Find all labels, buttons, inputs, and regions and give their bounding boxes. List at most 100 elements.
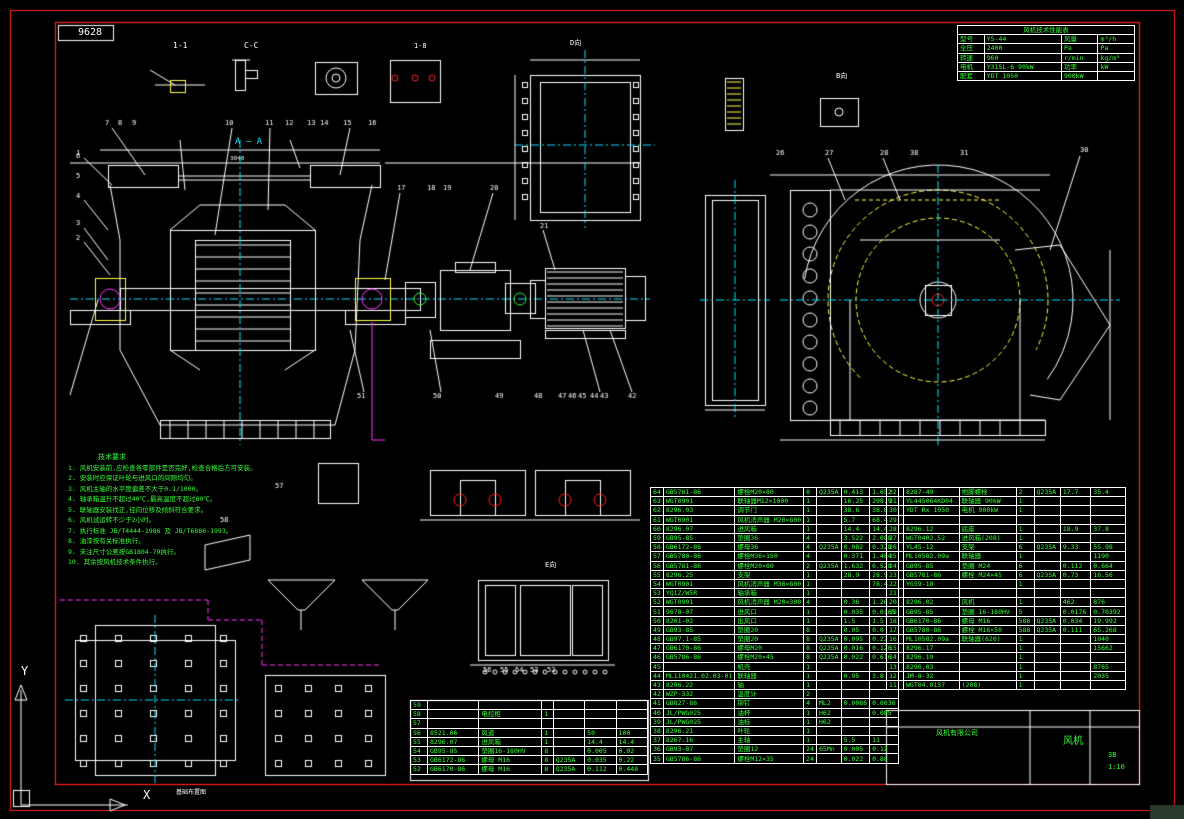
parts-cell: 31: [886, 496, 904, 507]
parts-cell: [478, 718, 543, 729]
parts-cell: 8296.03: [903, 661, 960, 672]
parts-cell: 1: [803, 615, 817, 626]
spec-cell: Pa: [1097, 43, 1135, 54]
parts-cell: 0.112: [584, 764, 617, 775]
parts-cell: H62: [816, 707, 842, 718]
parts-cell: 17.7: [1059, 486, 1092, 498]
parts-cell: 垫圈16-180HV: [478, 745, 543, 757]
parts-cell: GB6172-86: [426, 755, 480, 766]
parts-cell: 1: [803, 588, 817, 599]
parts-cell: 55.98: [1090, 542, 1126, 553]
parts-cell: 51: [650, 606, 664, 617]
parts-cell: ML10582.09a: [903, 633, 960, 645]
parts-cell: 0.371: [840, 551, 871, 562]
parts-cell: [1033, 606, 1061, 617]
parts-row: 29: [886, 514, 1126, 525]
parts-cell: 1: [803, 679, 817, 691]
parts-cell: 8521.06: [426, 727, 480, 738]
parts-cell: [1033, 670, 1061, 681]
parts-cell: [840, 725, 871, 737]
parts-cell: 14.4: [615, 736, 649, 747]
parts-cell: 55: [410, 736, 428, 747]
parts-cell: [840, 578, 871, 590]
parts-cell: 轴承箱: [734, 588, 805, 599]
parts-cell: 11: [869, 735, 899, 746]
parts-cell: Q235A: [816, 633, 842, 645]
parts-cell: 8: [803, 652, 817, 663]
parts-cell: 8: [803, 643, 817, 654]
parts-cell: GB5786-86: [662, 753, 736, 764]
parts-cell: 8267.16: [662, 735, 736, 746]
parts-cell: 48: [650, 633, 664, 645]
spec-cell: Pa: [1060, 43, 1099, 54]
parts-cell: [840, 679, 871, 691]
parts-cell: [1059, 643, 1092, 654]
parts-cell: 螺栓M20×80: [734, 486, 805, 498]
parts-cell: 29: [886, 514, 904, 525]
parts-cell: 37: [650, 735, 664, 746]
parts-cell: [816, 753, 842, 764]
parts-cell: [1059, 679, 1092, 691]
parts-cell: 0.02: [615, 745, 649, 757]
view-d-label: D向: [570, 39, 582, 47]
parts-cell: ML110421.02.03-01: [662, 670, 736, 681]
parts-cell: 8296.03: [662, 505, 736, 516]
parts-cell: JM-8-32: [903, 670, 960, 681]
spec-cell: 全压: [957, 43, 985, 54]
parts-cell: 8: [803, 624, 817, 636]
parts-cell: 0.022: [840, 753, 871, 764]
parts-cell: 1: [803, 670, 817, 681]
parts-cell: 12: [886, 670, 904, 681]
parts-cell: Q235A: [816, 486, 842, 498]
parts-cell: 53: [650, 588, 664, 599]
parts-cell: 6: [1015, 542, 1035, 553]
parts-cell: 1: [803, 716, 817, 727]
parts-cell: [1059, 505, 1092, 516]
parts-cell: 1: [1015, 679, 1035, 691]
parts-cell: 6: [1015, 569, 1035, 580]
parts-cell: Q235A: [1033, 542, 1061, 553]
parts-cell: 14: [886, 652, 904, 663]
parts-cell: [816, 670, 842, 681]
parts-cell: 18.9: [1059, 523, 1092, 534]
parts-cell: 62: [650, 505, 664, 516]
section-cc-label: C-C: [244, 41, 259, 50]
parts-cell: [1059, 578, 1092, 590]
spec-cell: 电机: [957, 61, 985, 72]
parts-cell: [1033, 588, 1061, 599]
parts-cell: Q235A: [816, 643, 842, 654]
parts-cell: [1090, 652, 1126, 663]
parts-cell: [958, 578, 1017, 590]
parts-cell: 19.992: [1090, 615, 1126, 626]
parts-cell: 0.112: [1059, 560, 1092, 571]
parts-cell: 100: [615, 727, 649, 738]
parts-cell: 58: [410, 709, 428, 720]
parts-cell: 螺栓 M16×50: [958, 624, 1017, 636]
view-b-label: B向: [836, 72, 848, 80]
parts-cell: 机壳: [734, 661, 805, 672]
tech-note-line: 5. 联轴器安装找正,径向位移及倾斜符合要求。: [68, 505, 208, 514]
parts-cell: 进风箱(208): [958, 532, 1017, 544]
spec-cell: 2400: [983, 43, 1062, 54]
parts-cell: [869, 716, 899, 727]
parts-cell: [1090, 588, 1126, 599]
parts-cell: 53: [410, 755, 428, 766]
parts-cell: [1059, 514, 1092, 525]
parts-cell: 0.035: [840, 606, 871, 617]
